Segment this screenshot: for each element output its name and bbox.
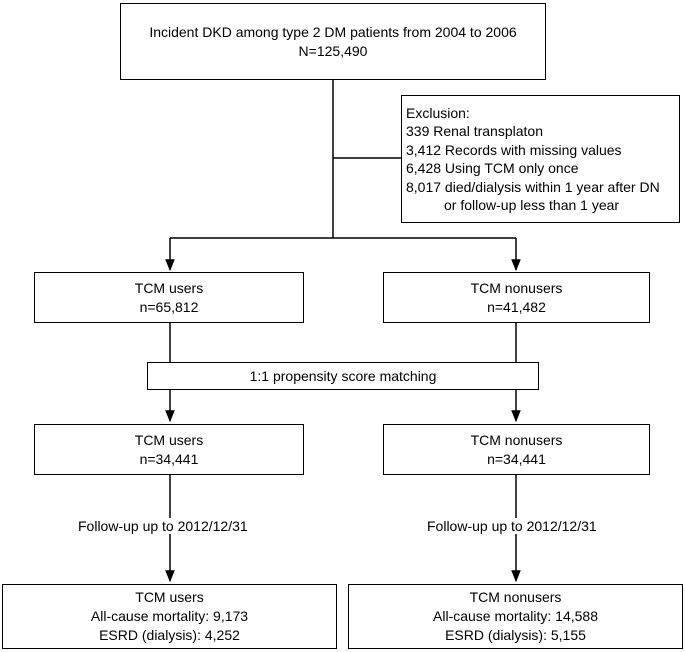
tcm-nonusers-box-2: TCM nonusers n=34,441 [383,424,650,475]
nonusers-2-title: TCM nonusers [470,431,563,448]
exclusion-title: Exclusion: [406,104,470,121]
nonusers-3-mortality: All-cause mortality: 14,588 [433,608,598,624]
tcm-nonusers-box-1: TCM nonusers n=41,482 [383,272,650,323]
exclusion-item: or follow-up less than 1 year [444,197,620,213]
nonusers-1-title: TCM nonusers [470,279,563,296]
users-3-title: TCM users [135,589,204,605]
users-3-esrd: ESRD (dialysis): 4,252 [99,627,240,643]
users-1-count: n=65,812 [139,298,199,315]
exclusion-box: Exclusion: 339 Renal transplaton 3,412 R… [401,95,680,223]
users-1-title: TCM users [134,279,204,296]
cohort-count: N=125,490 [298,42,368,59]
users-2-title: TCM users [134,431,204,448]
exclusion-item: 339 Renal transplaton [406,123,543,139]
followup-label-right: Follow-up up to 2012/12/31 [425,518,599,534]
exclusion-item: 6,428 Using TCM only once [406,160,579,176]
nonusers-2-count: n=34,441 [487,450,546,467]
nonusers-1-count: n=41,482 [487,298,546,315]
followup-label-left: Follow-up up to 2012/12/31 [76,518,250,534]
tcm-nonusers-box-3: TCM nonusers All-cause mortality: 14,588… [348,584,683,649]
matching-box: 1:1 propensity score matching [147,362,539,390]
exclusion-item: 3,412 Records with missing values [406,141,622,158]
cohort-box: Incident DKD among type 2 DM patients fr… [120,3,546,80]
tcm-users-box-2: TCM users n=34,441 [34,424,304,475]
exclusion-item: 8,017 died/dialysis within 1 year after … [406,178,660,195]
users-2-count: n=34,441 [139,450,199,467]
tcm-users-box-1: TCM users n=65,812 [34,272,304,323]
tcm-users-box-3: TCM users All-cause mortality: 9,173 ESR… [2,584,337,649]
cohort-title: Incident DKD among type 2 DM patients fr… [149,23,517,40]
nonusers-3-title: TCM nonusers [469,589,562,605]
users-3-mortality: All-cause mortality: 9,173 [90,608,249,624]
nonusers-3-esrd: ESRD (dialysis): 5,155 [445,627,586,643]
matching-label: 1:1 propensity score matching [249,367,437,384]
